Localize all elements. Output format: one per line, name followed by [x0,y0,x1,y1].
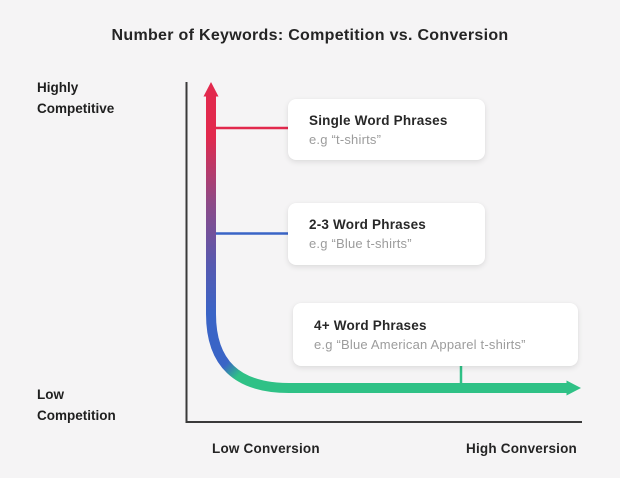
callout-example: e.g “Blue American Apparel t-shirts” [314,336,526,352]
callout-title: 2-3 Word Phrases [309,217,426,232]
y-axis-label-high: Highly Competitive [37,80,115,116]
callout-2-3-word-phrases: 2-3 Word Phrases e.g “Blue t-shirts” [288,203,485,265]
chart-title: Number of Keywords: Competition vs. Conv… [111,27,509,44]
callout-single-word-phrases: Single Word Phrases e.g “t-shirts” [288,99,485,160]
callout-title: 4+ Word Phrases [314,317,427,333]
y-axis-label-low: Low Competition [37,387,116,423]
x-axis-label-low: Low Conversion [212,441,320,456]
right-arrow-icon [566,380,581,396]
x-axis-label-high: High Conversion [466,441,578,456]
callout-title: Single Word Phrases [309,112,448,128]
callout-example: e.g “t-shirts” [309,131,382,147]
up-arrow-icon [203,82,219,97]
curve-bend-segment [206,313,290,393]
callout-4plus-word-phrases: 4+ Word Phrases e.g “Blue American Appar… [293,303,578,366]
callout-example: e.g “Blue t-shirts” [309,236,412,251]
